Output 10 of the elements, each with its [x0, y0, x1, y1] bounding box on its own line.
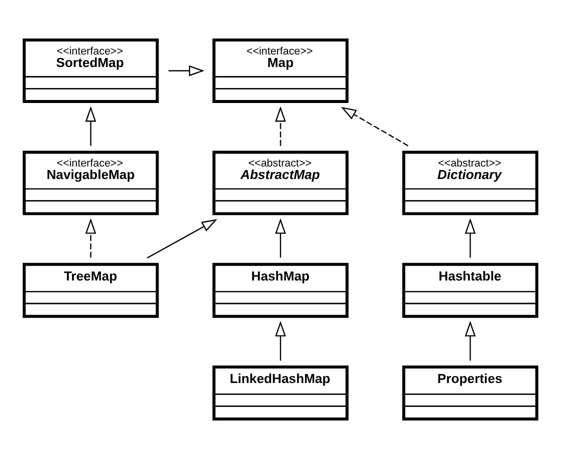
- arrow: [340, 106, 408, 146]
- arrow: [146, 218, 218, 258]
- arrow: [275, 218, 286, 258]
- arrow: [275, 320, 286, 360]
- arrow: [275, 106, 286, 146]
- arrow: [85, 218, 96, 258]
- arrow: [168, 64, 204, 76]
- arrow: [464, 218, 476, 258]
- arrow: [85, 106, 96, 146]
- arrow: [464, 320, 476, 360]
